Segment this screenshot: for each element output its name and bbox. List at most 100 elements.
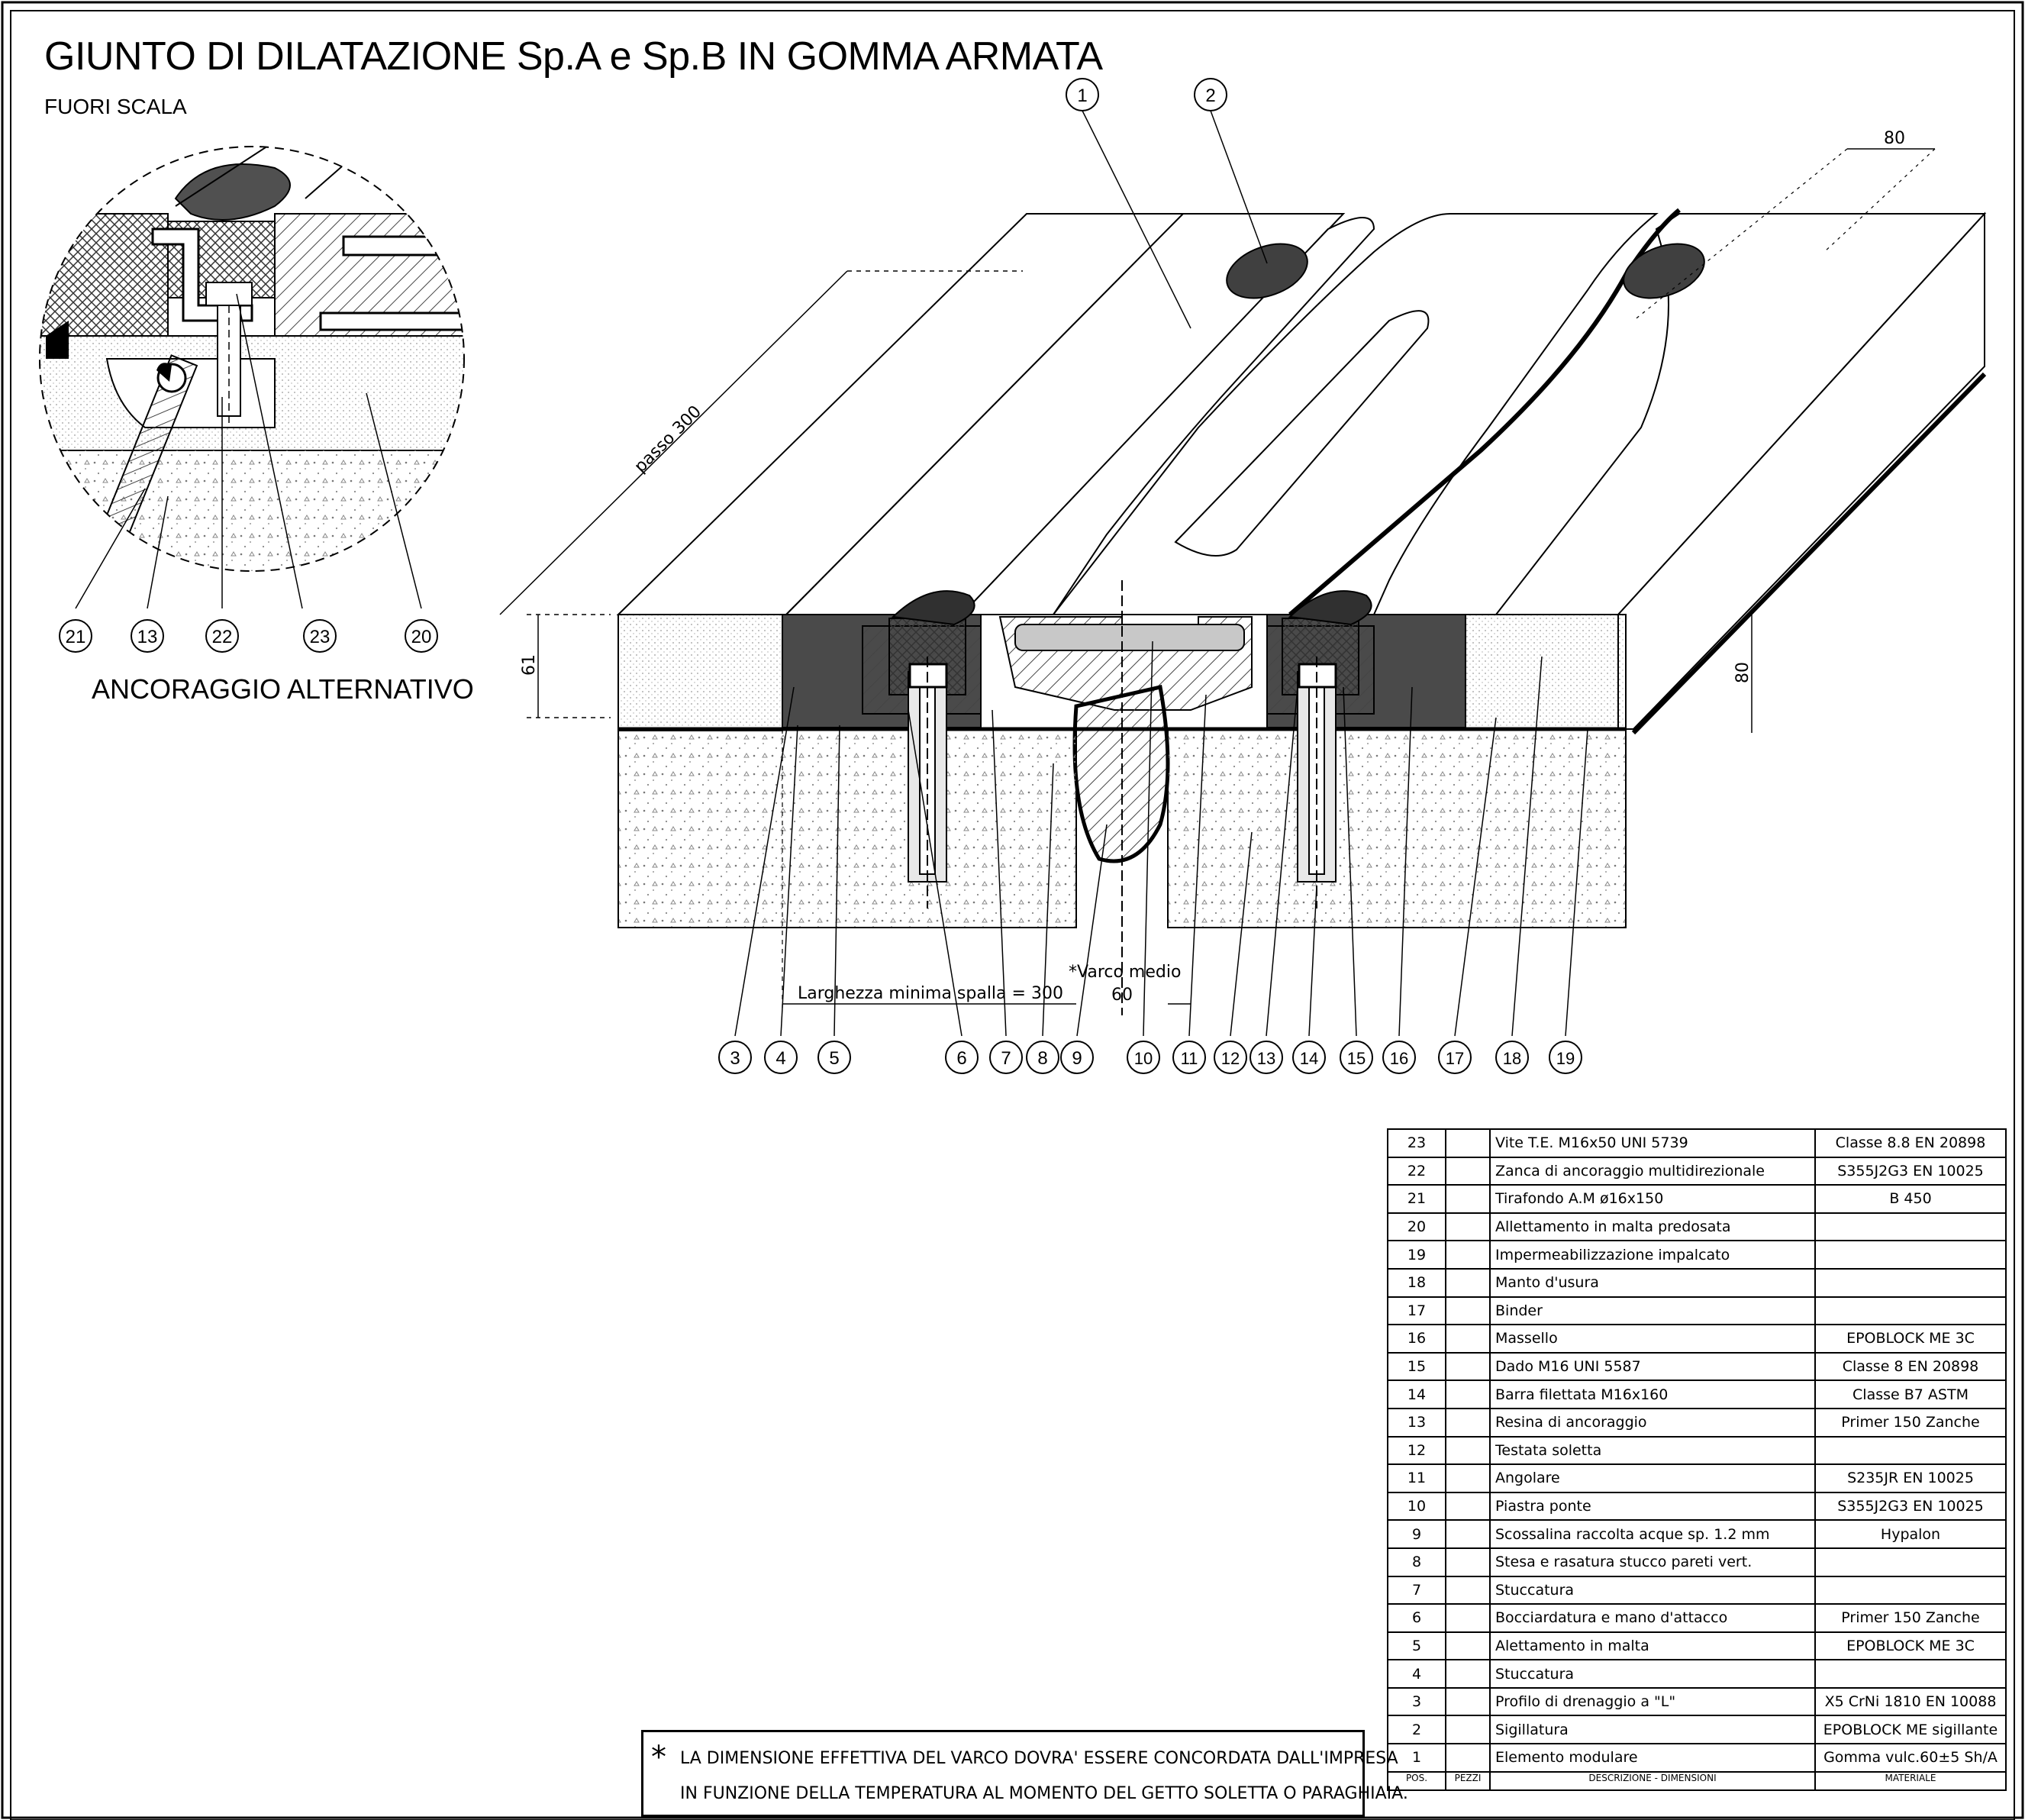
bom-pos: 10 — [1387, 1491, 1446, 1522]
bom-material: Primer 150 Zanche — [1814, 1407, 2007, 1438]
joint-3d-view — [499, 110, 1987, 1037]
bom-material: Classe 8 EN 20898 — [1814, 1351, 2007, 1382]
bom-material: EPOBLOCK ME 3C — [1814, 1324, 2007, 1354]
svg-text:20: 20 — [411, 627, 432, 647]
bom-pezzi — [1445, 1686, 1491, 1717]
note-box: * LA DIMENSIONE EFFETTIVA DEL VARCO DOVR… — [641, 1730, 1408, 1817]
callout-bottom-4: 4 — [764, 1041, 798, 1074]
bom-material: Classe B7 ASTM — [1814, 1380, 2007, 1409]
callout-bottom-7: 7 — [989, 1041, 1023, 1074]
svg-text:9: 9 — [1072, 1048, 1082, 1069]
callout-bottom-11: 11 — [1172, 1041, 1206, 1074]
bom-description: Stuccatura — [1489, 1575, 1816, 1605]
bom-material — [1814, 1240, 2007, 1270]
callout-detail-21: 21 — [59, 619, 92, 653]
bom-pezzi — [1445, 1491, 1491, 1522]
callout-bottom-10: 10 — [1127, 1041, 1160, 1074]
bom-header-pezzi: PEZZI — [1445, 1770, 1491, 1791]
bom-header-pos: POS. — [1387, 1770, 1446, 1791]
bom-pezzi — [1445, 1324, 1491, 1354]
dim-varco-value: 60 — [1111, 986, 1133, 1005]
bom-pezzi — [1445, 1463, 1491, 1493]
bom-pos: 23 — [1387, 1128, 1446, 1158]
bom-description: Scossalina raccolta acque sp. 1.2 mm — [1489, 1519, 1816, 1549]
bom-description: Piastra ponte — [1489, 1491, 1816, 1522]
bom-pezzi — [1445, 1212, 1491, 1242]
callout-bottom-16: 16 — [1382, 1041, 1416, 1074]
bom-pos: 8 — [1387, 1547, 1446, 1577]
bom-description: Allettamento in malta predosata — [1489, 1212, 1816, 1242]
svg-text:7: 7 — [1001, 1048, 1011, 1069]
note-line-1: LA DIMENSIONE EFFETTIVA DEL VARCO DOVRA'… — [680, 1749, 1398, 1768]
callout-detail-20: 20 — [405, 619, 438, 653]
svg-text:16: 16 — [1390, 1049, 1408, 1068]
bom-row: 20 Allettamento in malta predosata — [1387, 1212, 2007, 1242]
bom-pos: 20 — [1387, 1212, 1446, 1242]
bom-description: Stuccatura — [1489, 1659, 1816, 1689]
callout-bottom-9: 9 — [1060, 1041, 1094, 1074]
bom-description: Massello — [1489, 1324, 1816, 1354]
bom-material: EPOBLOCK ME 3C — [1814, 1631, 2007, 1661]
bom-pezzi — [1445, 1659, 1491, 1689]
svg-text:21: 21 — [66, 627, 86, 647]
callout-bottom-14: 14 — [1292, 1041, 1326, 1074]
bom-pezzi — [1445, 1519, 1491, 1549]
bom-header-description: DESCRIZIONE - DIMENSIONI — [1489, 1770, 1816, 1791]
bom-pos: 13 — [1387, 1407, 1446, 1438]
dim-varco-label: *Varco medio — [1069, 963, 1181, 982]
bom-pezzi — [1445, 1184, 1491, 1214]
bom-pezzi — [1445, 1435, 1491, 1466]
callout-bottom-8: 8 — [1026, 1041, 1059, 1074]
drawing-title: GIUNTO DI DILATAZIONE Sp.A e Sp.B IN GOM… — [44, 34, 1103, 79]
bom-material — [1814, 1435, 2007, 1466]
bom-pos: 12 — [1387, 1435, 1446, 1466]
bom-material: Hypalon — [1814, 1519, 2007, 1549]
bom-pos: 6 — [1387, 1603, 1446, 1633]
bom-description: Bocciardatura e mano d'attacco — [1489, 1603, 1816, 1633]
bom-description: Sigillatura — [1489, 1715, 1816, 1745]
svg-text:5: 5 — [829, 1048, 839, 1069]
bom-pezzi — [1445, 1267, 1491, 1298]
svg-text:3: 3 — [730, 1048, 740, 1069]
svg-text:4: 4 — [775, 1048, 785, 1069]
bom-description: Profilo di drenaggio a "L" — [1489, 1686, 1816, 1717]
detail-label: ANCORAGGIO ALTERNATIVO — [92, 673, 474, 705]
bom-pos: 22 — [1387, 1156, 1446, 1186]
callout-detail-13: 13 — [131, 619, 164, 653]
svg-text:15: 15 — [1347, 1049, 1366, 1068]
svg-text:12: 12 — [1221, 1049, 1240, 1068]
callout-bottom-3: 3 — [718, 1041, 752, 1074]
dim-larghezza: Larghezza minima spalla = 300 — [798, 984, 1063, 1003]
svg-text:22: 22 — [212, 627, 233, 647]
bom-pezzi — [1445, 1743, 1491, 1773]
bom-material — [1814, 1267, 2007, 1298]
bom-pos: 11 — [1387, 1463, 1446, 1493]
bom-pos: 15 — [1387, 1351, 1446, 1382]
bom-description: Dado M16 UNI 5587 — [1489, 1351, 1816, 1382]
dim-left-61: 61 — [520, 654, 539, 676]
svg-text:2: 2 — [1205, 86, 1215, 106]
bom-description: Zanca di ancoraggio multidirezionale — [1489, 1156, 1816, 1186]
bom-description: Binder — [1489, 1296, 1816, 1326]
bom-header-material: MATERIALE — [1814, 1770, 2007, 1791]
callout-bottom-6: 6 — [945, 1041, 979, 1074]
callout-detail-22: 22 — [205, 619, 239, 653]
svg-text:19: 19 — [1556, 1049, 1575, 1068]
bom-material: Gomma vulc.60±5 Sh/A — [1814, 1743, 2007, 1773]
dim-top-80: 80 — [1884, 129, 1905, 148]
bom-pezzi — [1445, 1156, 1491, 1186]
bom-pos: 2 — [1387, 1715, 1446, 1745]
dim-passo: passo 300 — [631, 402, 705, 476]
bom-material: B 450 — [1814, 1184, 2007, 1214]
sheet-inner-border — [10, 10, 2015, 1820]
bom-pezzi — [1445, 1631, 1491, 1661]
